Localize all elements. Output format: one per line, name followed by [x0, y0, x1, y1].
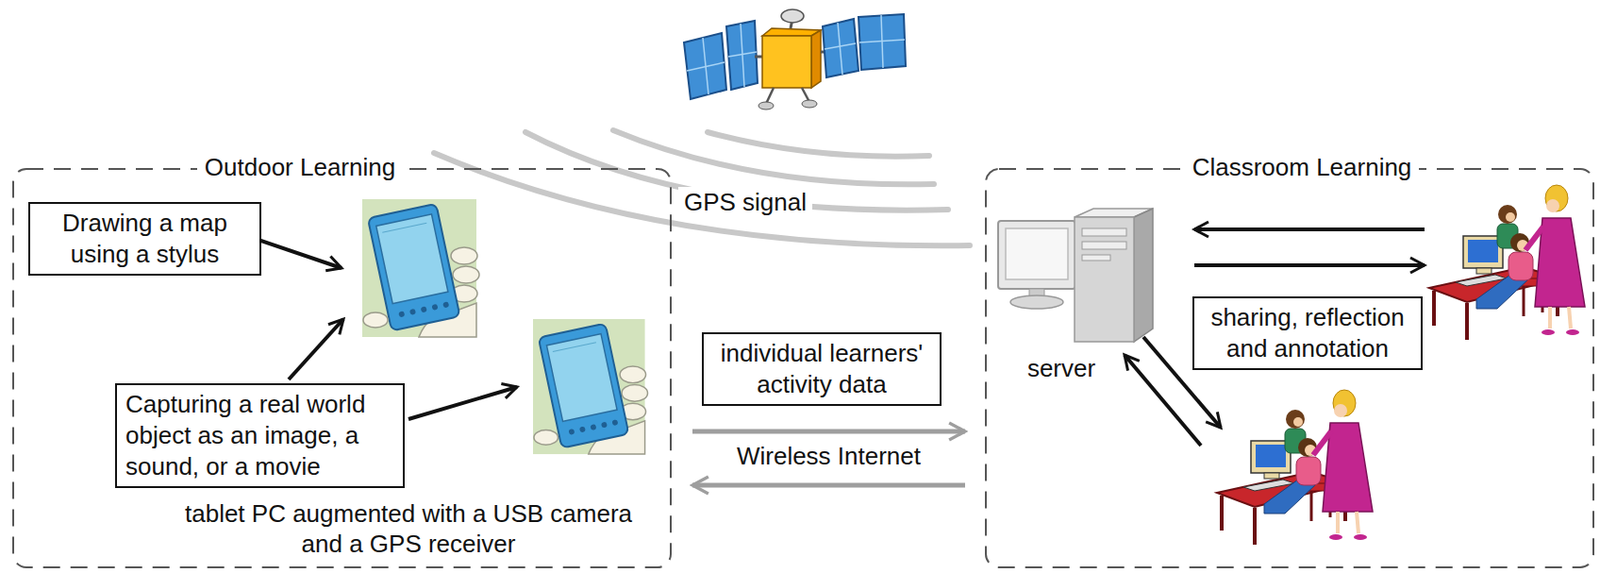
- box-text: sharing, reflection and annotation: [1202, 301, 1413, 365]
- node-label: server: [995, 352, 1128, 384]
- region-title: Outdoor Learning: [197, 151, 403, 184]
- box-text: individual learners' activity data: [712, 337, 932, 400]
- free-label: GPS signal: [678, 186, 813, 218]
- server-computer: [998, 208, 1153, 342]
- region-frame: Classroom Learningserversharing, reflect…: [984, 167, 1595, 568]
- text-box: Drawing a map using a stylus: [28, 201, 262, 276]
- text-box: sharing, reflection and annotation: [1192, 296, 1423, 370]
- tablet-pc: [362, 199, 480, 337]
- edge-label: Wireless Internet: [733, 440, 925, 472]
- box-text: Capturing a real world object as an imag…: [125, 388, 395, 483]
- wireless-arrow: [692, 429, 966, 434]
- tablet-pc: [533, 318, 649, 454]
- dashed-outline: [13, 168, 671, 567]
- leader-arrows: [247, 229, 1425, 446]
- server-node: server: [995, 207, 1156, 387]
- satellite: [683, 9, 906, 110]
- text-box: Capturing a real world object as an imag…: [115, 383, 405, 488]
- wireless-arrow: [692, 483, 966, 488]
- text-box: individual learners' activity data: [701, 332, 942, 406]
- free-label: tablet PC augmented with a USB camera an…: [163, 498, 654, 559]
- region-title: Classroom Learning: [1184, 151, 1420, 184]
- classroom-group: [1216, 389, 1373, 545]
- dashed-outline: [985, 168, 1594, 567]
- gps-signal-arcs: [433, 130, 970, 246]
- box-text: Drawing a map using a stylus: [38, 207, 251, 270]
- classroom-group: [1429, 184, 1585, 340]
